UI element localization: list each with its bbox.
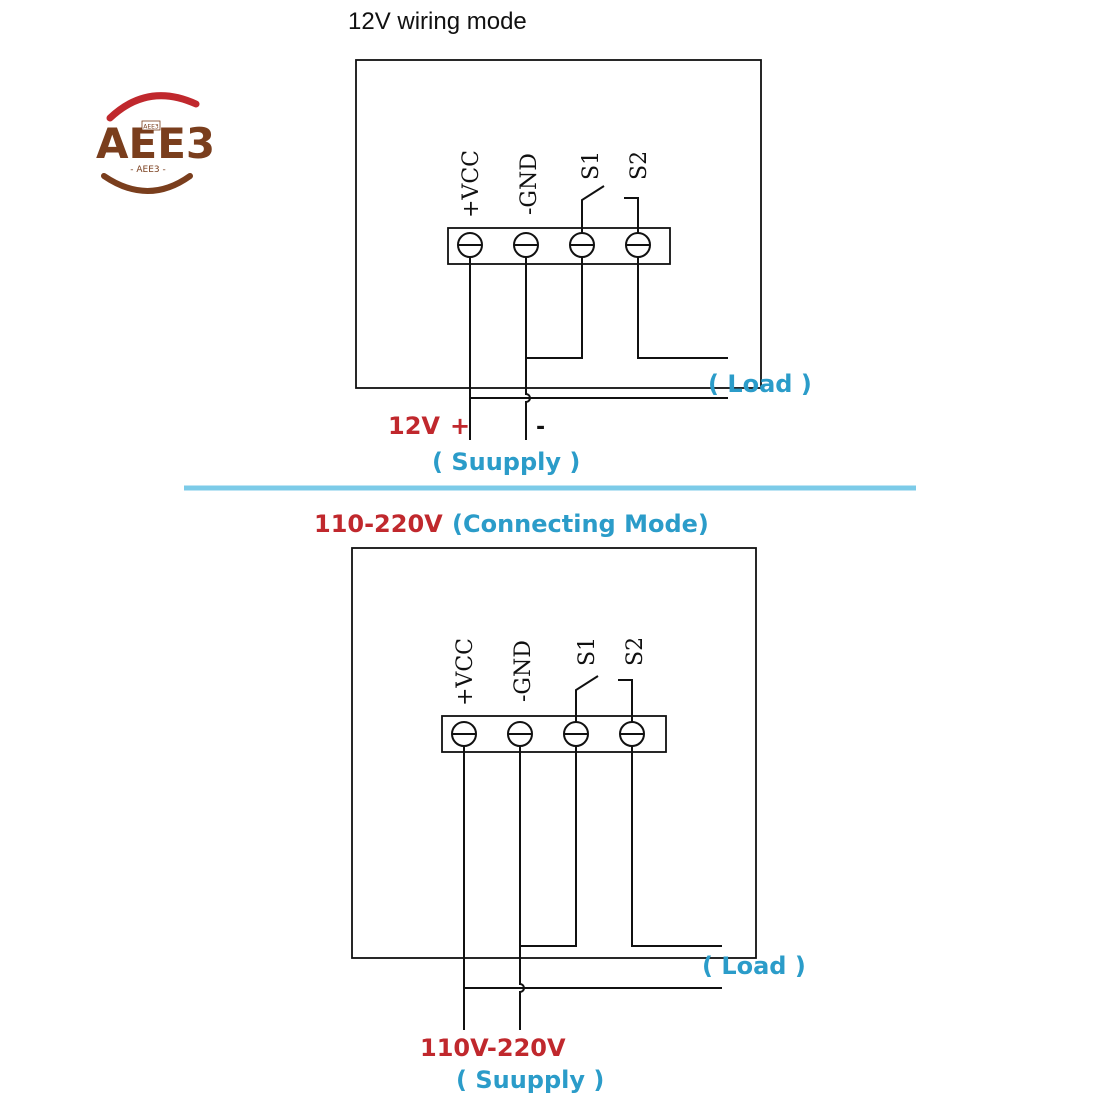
top-label-s2: S2 (627, 151, 652, 180)
bottom-supply-voltage: 110V-220V (420, 1034, 566, 1062)
bottom-module-box (351, 547, 757, 959)
bottom-label-s2: S2 (623, 637, 648, 666)
bottom-terminal-vcc (451, 721, 477, 747)
logo-small-text: - AEE3 - (130, 165, 165, 175)
top-supply-label: ( Suupply ) (432, 448, 580, 476)
bottom-label-vcc: +VCC (453, 638, 478, 706)
top-diagram-title: 12V wiring mode (348, 8, 527, 35)
bottom-diagram: 110-220V (Connecting Mode) +VCC -GND S1 … (314, 510, 806, 1094)
bottom-terminal-gnd (507, 721, 533, 747)
top-s1-wire (526, 257, 583, 359)
top-terminal-s1 (569, 232, 595, 258)
top-internal-switch (581, 185, 639, 233)
bottom-label-s1: S1 (575, 637, 600, 666)
bottom-internal-switch (575, 675, 633, 722)
bottom-supply-label: ( Suupply ) (456, 1066, 604, 1094)
bottom-terminal-s1 (563, 721, 589, 747)
bottom-terminal-s2 (619, 721, 645, 747)
top-terminal-gnd (513, 232, 539, 258)
top-label-s1: S1 (579, 151, 604, 180)
top-supply-voltage: 12V (388, 412, 440, 440)
bottom-title-voltage: 110-220V (314, 510, 443, 538)
logo-badge: AEE3 (143, 124, 159, 131)
top-gnd-wire (525, 257, 531, 440)
top-terminal-s2 (625, 232, 651, 258)
bottom-s2-load-wire (631, 746, 722, 947)
top-terminal-vcc (457, 232, 483, 258)
top-diagram: +VCC -GND S1 S2 ( Load ) 12V + - ( Suupp… (355, 59, 812, 476)
top-minus-sign: - (536, 415, 545, 440)
top-plus-sign: + (450, 412, 470, 440)
top-label-gnd: -GND (517, 153, 542, 215)
bottom-s1-wire (520, 746, 577, 947)
top-label-vcc: +VCC (459, 150, 484, 218)
bottom-title-mode: (Connecting Mode) (452, 510, 709, 538)
top-module-box (355, 59, 762, 389)
top-load-label: ( Load ) (708, 370, 812, 398)
bottom-load-label: ( Load ) (702, 952, 806, 980)
top-s2-load-wire (637, 257, 728, 359)
aee3-logo: AEE3 AEE3 - AEE3 - (96, 92, 215, 194)
bottom-label-gnd: -GND (511, 640, 536, 702)
